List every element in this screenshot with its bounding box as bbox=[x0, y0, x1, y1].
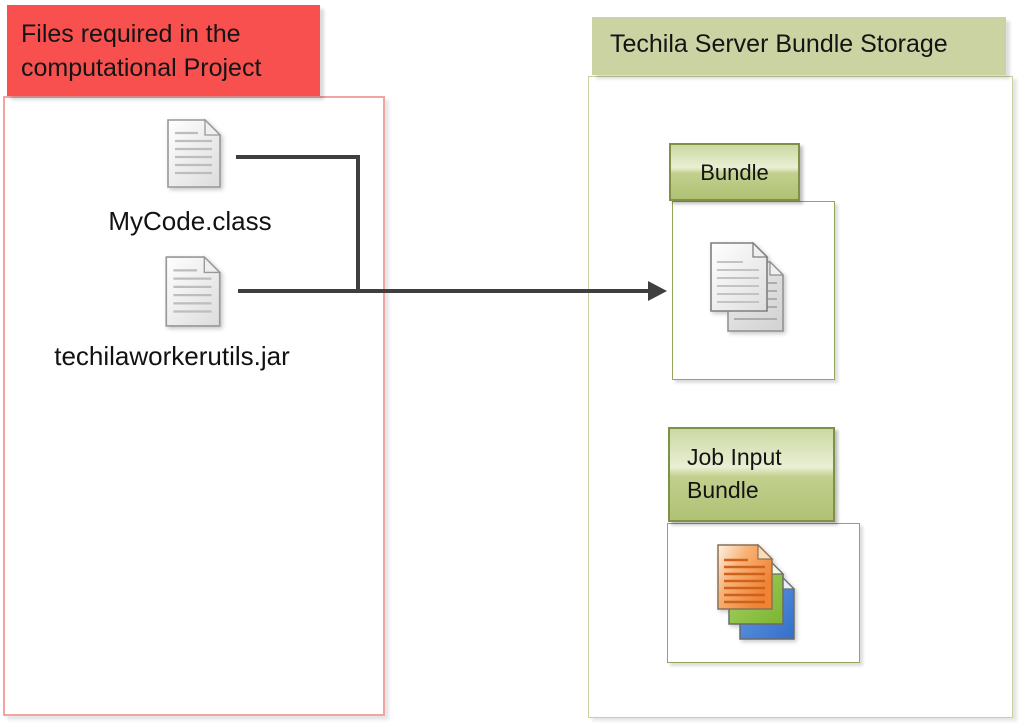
document-icon bbox=[165, 118, 223, 194]
file-name-mycode: MyCode.class bbox=[108, 206, 272, 236]
bundle-content-box bbox=[672, 201, 835, 380]
file-name-workerutils: techilaworkerutils.jar bbox=[54, 341, 290, 371]
job-input-bundle-label: Job Input Bundle bbox=[668, 427, 835, 522]
right-panel-title: Techila Server Bundle Storage bbox=[592, 17, 1006, 75]
document-icon bbox=[163, 255, 223, 333]
document-copies-icon bbox=[709, 241, 787, 339]
bundle-label: Bundle bbox=[669, 143, 800, 201]
left-panel-title: Files required in the computational Proj… bbox=[7, 5, 320, 96]
colored-document-stack-icon bbox=[716, 543, 796, 646]
